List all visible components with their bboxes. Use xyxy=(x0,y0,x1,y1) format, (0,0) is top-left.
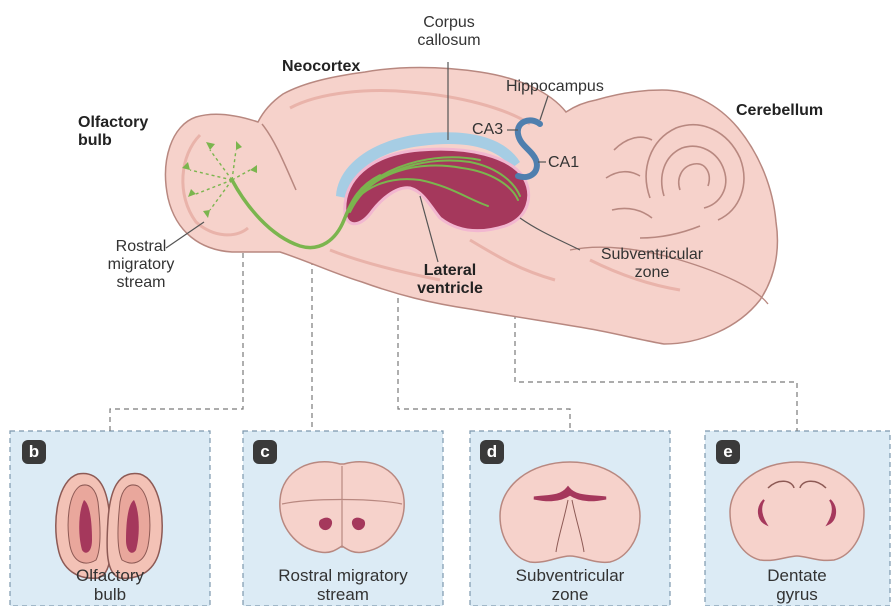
label-subventricular-zone: Subventricular zone xyxy=(582,246,722,282)
panel-c-drawing xyxy=(280,462,404,553)
panel-b-letter: b xyxy=(22,440,46,464)
panel-d-caption-line2: zone xyxy=(470,585,670,604)
label-ca3: CA3 xyxy=(472,121,503,139)
label-corpus-callosum: Corpus callosum xyxy=(414,14,484,50)
panel-d-letter: d xyxy=(480,440,504,464)
label-lateral-line2: ventricle xyxy=(410,280,490,298)
label-lateral-ventricle: Lateral ventricle xyxy=(410,262,490,298)
label-olfactory-bulb: Olfactory bulb xyxy=(78,114,148,150)
label-rms-line2: migratory xyxy=(96,256,186,274)
label-olfactory-line1: Olfactory xyxy=(78,114,148,132)
label-rostral-migratory-stream: Rostral migratory stream xyxy=(96,238,186,292)
panel-b-caption-line1: Olfactory xyxy=(10,566,210,585)
panel-b-caption: Olfactory bulb xyxy=(10,566,210,604)
label-corpus-line1: Corpus xyxy=(414,14,484,32)
panel-e-caption-line1: Dentate xyxy=(697,566,892,585)
panel-c-caption-line2: stream xyxy=(243,585,443,604)
panel-c-caption-line1: Rostral migratory xyxy=(243,566,443,585)
label-ca1: CA1 xyxy=(548,154,579,172)
label-cerebellum: Cerebellum xyxy=(736,102,823,120)
dg-section xyxy=(730,462,864,560)
panel-d-caption-line1: Subventricular xyxy=(470,566,670,585)
sagittal-brain xyxy=(166,68,778,345)
panel-d-drawing xyxy=(500,462,640,562)
label-rms-line3: stream xyxy=(96,274,186,292)
label-lateral-line1: Lateral xyxy=(410,262,490,280)
panel-c-letter: c xyxy=(253,440,277,464)
panel-e-drawing xyxy=(730,462,864,560)
label-hippocampus: Hippocampus xyxy=(506,78,604,96)
svz-section xyxy=(500,462,640,562)
label-svz-line1: Subventricular xyxy=(582,246,722,264)
panel-c-caption: Rostral migratory stream xyxy=(243,566,443,604)
label-svz-line2: zone xyxy=(582,264,722,282)
panel-b-caption-line2: bulb xyxy=(10,585,210,604)
label-corpus-line2: callosum xyxy=(414,32,484,50)
panel-d-caption: Subventricular zone xyxy=(470,566,670,604)
label-neocortex: Neocortex xyxy=(282,58,360,76)
panel-e-letter: e xyxy=(716,440,740,464)
panel-e-caption-line2: gyrus xyxy=(697,585,892,604)
panel-e-caption: Dentate gyrus xyxy=(697,566,892,604)
label-rms-line1: Rostral xyxy=(96,238,186,256)
label-olfactory-line2: bulb xyxy=(78,132,148,150)
